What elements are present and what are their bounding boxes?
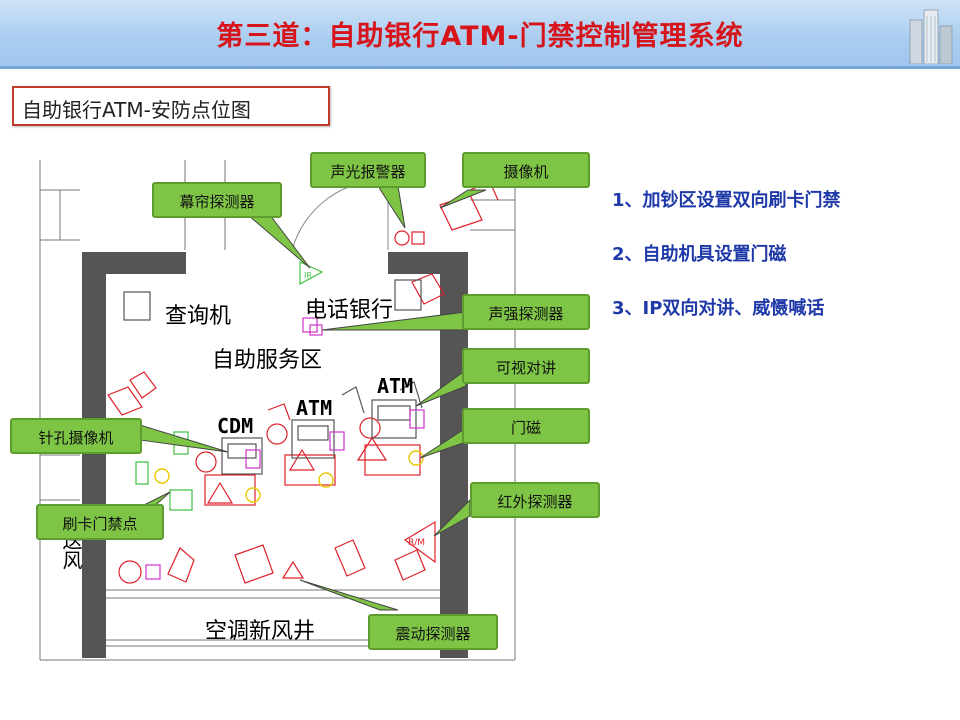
magenta-devices [145, 317, 425, 580]
callout-intercom: 可视对讲 [462, 348, 590, 384]
machine-label-cdm: CDM [217, 414, 254, 438]
callout-infrared-detector: 红外探测器 [470, 482, 600, 518]
subtitle-box: 自助银行ATM-安防点位图 [12, 86, 330, 126]
note-item: 1、加钞区设置双向刷卡门禁 [612, 190, 841, 211]
header-bar [0, 0, 960, 66]
callout-curtain-detector: 幕帘探测器 [152, 182, 282, 218]
machine-label-atm-1: ATM [296, 396, 333, 420]
door-swing [291, 179, 389, 251]
yellow-devices [154, 450, 424, 503]
machine-label-atm-2: ATM [377, 374, 414, 398]
callout-camera: 摄像机 [462, 152, 590, 188]
callout-door-magnet: 门磁 [462, 408, 590, 444]
room-label-service-area: 自助服务区 [212, 348, 323, 373]
room-label-phone-bank: 电话银行 [305, 298, 394, 323]
note-item: 3、IP双向对讲、威慑喊话 [612, 298, 825, 319]
room-label-air-shaft: 空调新风井 [205, 619, 316, 644]
callout-pointers [129, 185, 487, 611]
machines [123, 279, 423, 475]
note-item: 2、自助机具设置门磁 [612, 244, 787, 265]
notes-list: 1、加钞区设置双向刷卡门禁 2、自助机具设置门磁 3、IP双向对讲、威慑喊话 [612, 186, 841, 348]
callout-pinhole-camera: 针孔摄像机 [10, 418, 142, 454]
building-icon [909, 9, 953, 64]
header-divider [0, 66, 960, 69]
callout-vibration-detector: 震动探测器 [368, 614, 498, 650]
callout-card-access: 刷卡门禁点 [36, 504, 164, 540]
subtitle-text: 自助银行ATM-安防点位图 [22, 98, 251, 122]
ir-symbol-text: IR [304, 271, 312, 280]
rm-symbol-text: R/M [408, 538, 425, 548]
callout-alarm: 声光报警器 [310, 152, 426, 188]
page-title: 第三道：自助银行ATM-门禁控制管理系统 [216, 21, 744, 52]
room-label-query: 查询机 [165, 304, 232, 329]
callout-sound-detector: 声强探测器 [462, 294, 590, 330]
red-devices [107, 181, 499, 584]
